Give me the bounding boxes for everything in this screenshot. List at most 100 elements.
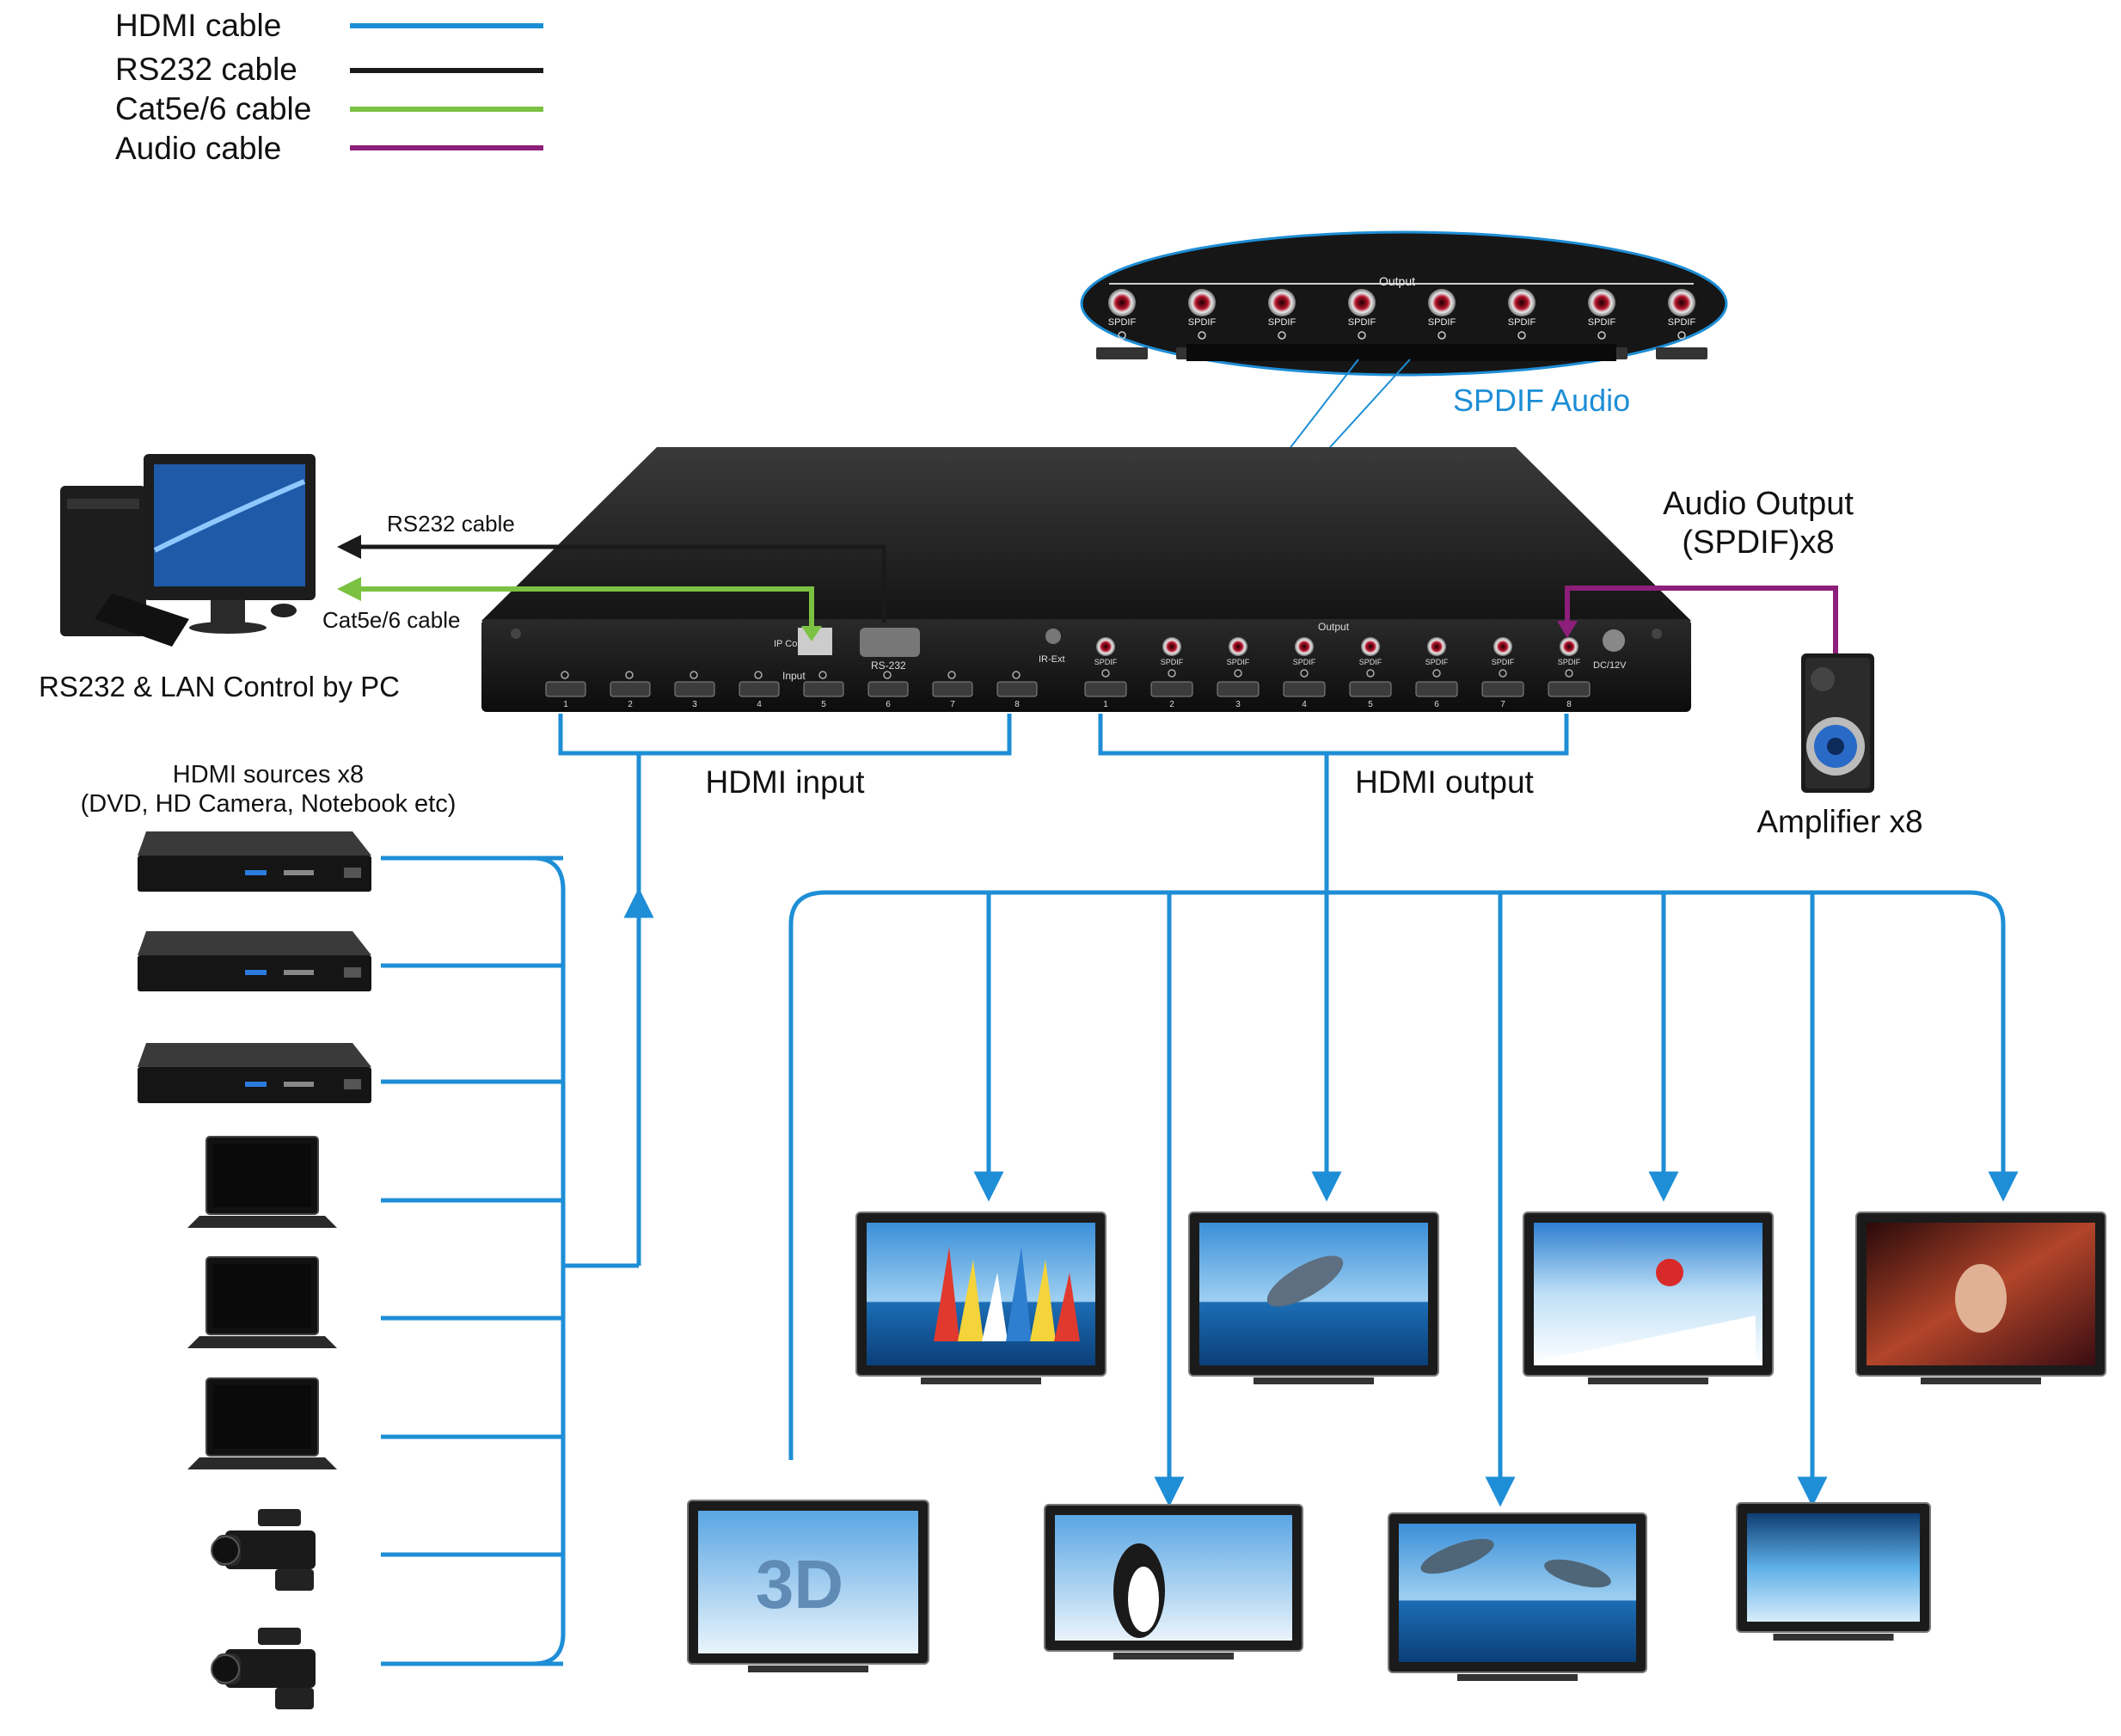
output-port-number: 1 [1103,700,1108,709]
input-group-label: Input [782,670,806,682]
input-port-number: 3 [692,700,697,709]
rs232-cable-label: RS232 cable [387,511,515,537]
tv-penguin [1044,1504,1303,1659]
rs232-arrowhead [337,535,361,559]
hdmi-output-bracket [1098,714,1569,756]
hdmi-input-port: 2 [610,671,651,709]
legend-hdmi-label: HDMI cable [115,8,282,43]
spdif-jack [1361,637,1380,656]
dc-jack [1603,629,1625,652]
input-port-number: 2 [628,700,633,709]
source-bus [381,856,566,1666]
input-port-number: 5 [821,700,826,709]
spdif-jack [1229,637,1247,656]
output-port-number: 8 [1566,700,1572,709]
hdmi-output-port: SPDIF 1 [1084,637,1127,709]
tv-dolphins-sea [1388,1512,1647,1681]
output-port-number: 5 [1368,700,1373,709]
zoom-spdif-label: SPDIF [1508,317,1536,328]
amplifier-speaker [1801,653,1874,793]
hdmi-input-port: 1 [545,671,586,709]
spdif-jack-label: SPDIF [1293,658,1316,666]
spdif-jack-label: SPDIF [1227,658,1250,666]
spdif-jack [1162,637,1181,656]
hdmi-output-label: HDMI output [1355,764,1534,800]
hdmi-input-port: 3 [674,671,715,709]
dvd-player [138,1043,371,1103]
cat-arrowhead [337,577,361,601]
rs232-port [860,628,920,657]
hdmi-input-port: 8 [996,671,1038,709]
device-output-label: Output [1318,621,1350,633]
hdmi-output-port: SPDIF 7 [1481,637,1524,709]
notebook-laptop [187,1256,337,1348]
hdmi-input-port: 5 [803,671,844,709]
spdif-jack [1096,637,1115,656]
hdmi-output-port: SPDIF 4 [1283,637,1326,709]
dvd-player [138,831,371,892]
legend-rs232-label: RS232 cable [115,52,297,87]
audio-output-label-2: (SPDIF)x8 [1682,524,1834,561]
spdif-audio-label: SPDIF Audio [1453,383,1630,418]
spdif-jack [1560,637,1578,656]
notebook-laptop [187,1377,337,1469]
zoom-spdif-jack: SPDIF [1656,289,1707,359]
zoom-spdif-label: SPDIF [1348,317,1376,328]
ir-ext-jack [1045,629,1061,644]
tv-portrait [1855,1212,2106,1384]
rs232-port-label: RS-232 [871,659,906,672]
spdif-jack-label: SPDIF [1094,658,1118,666]
input-port-number: 1 [563,700,568,709]
hd-camcorder [211,1509,316,1591]
input-port-number: 4 [757,700,762,709]
audio-cable [1565,586,1838,658]
spdif-jack-label: SPDIF [1425,658,1449,666]
cat-arrowhead-down [801,626,822,641]
pc-control-label: RS232 & LAN Control by PC [39,671,400,702]
hdmi-output-port: SPDIF 6 [1415,637,1458,709]
output-port-number: 7 [1500,700,1505,709]
input-port-number: 7 [950,700,955,709]
zoom-spdif-label: SPDIF [1268,317,1297,328]
spdif-jack [1493,637,1512,656]
spdif-jack [1427,637,1446,656]
sources-label-1: HDMI sources x8 [173,761,364,788]
zoom-spdif-label: SPDIF [1588,317,1616,328]
spdif-jack-label: SPDIF [1492,658,1515,666]
output-port-number: 6 [1434,700,1439,709]
dvd-player [138,931,371,991]
hdmi-matrix-device: IP Control RS-232 Input IR-Ext Output DC… [481,447,1691,712]
amplifier-label: Amplifier x8 [1756,804,1922,839]
pc-computer [60,454,316,647]
tv-waterfall [1736,1502,1931,1641]
legend-cat-label: Cat5e/6 cable [115,91,312,126]
spdif-jack-label: SPDIF [1359,658,1382,666]
output-bus [788,890,2019,1460]
hd-camcorder [211,1628,316,1709]
input-port-number: 6 [886,700,891,709]
audio-arrowhead [1557,621,1578,638]
hdmi-output-port: SPDIF 2 [1150,637,1193,709]
zoom-spdif-jack: SPDIF [1096,289,1148,359]
hdmi-output-port: SPDIF 3 [1217,637,1260,709]
tv-skier [1523,1212,1774,1384]
tv-3d: 3D [687,1500,929,1672]
output-port-number: 3 [1235,700,1241,709]
notebook-laptop [187,1136,337,1228]
audio-output-label-1: Audio Output [1663,486,1854,522]
tv-sailing [855,1212,1106,1384]
cat-cable [344,586,814,636]
hdmi-input-bracket [558,714,1012,756]
spdif-zoom-callout: Output SPDIF SPDIF SPDIF SPDIF SPDIF SPDIF SPD… [1080,230,1728,377]
output-port-number: 2 [1169,700,1174,709]
spdif-jack-label: SPDIF [1161,658,1184,666]
output-port-number: 4 [1302,700,1307,709]
zoom-spdif-label: SPDIF [1188,317,1217,328]
hdmi-output-port: SPDIF 5 [1349,637,1392,709]
spdif-jack [1295,637,1314,656]
zoom-output-label: Output [1379,274,1415,288]
dc-label: DC/12V [1593,660,1627,671]
cat-cable-label: Cat5e/6 cable [322,607,460,633]
